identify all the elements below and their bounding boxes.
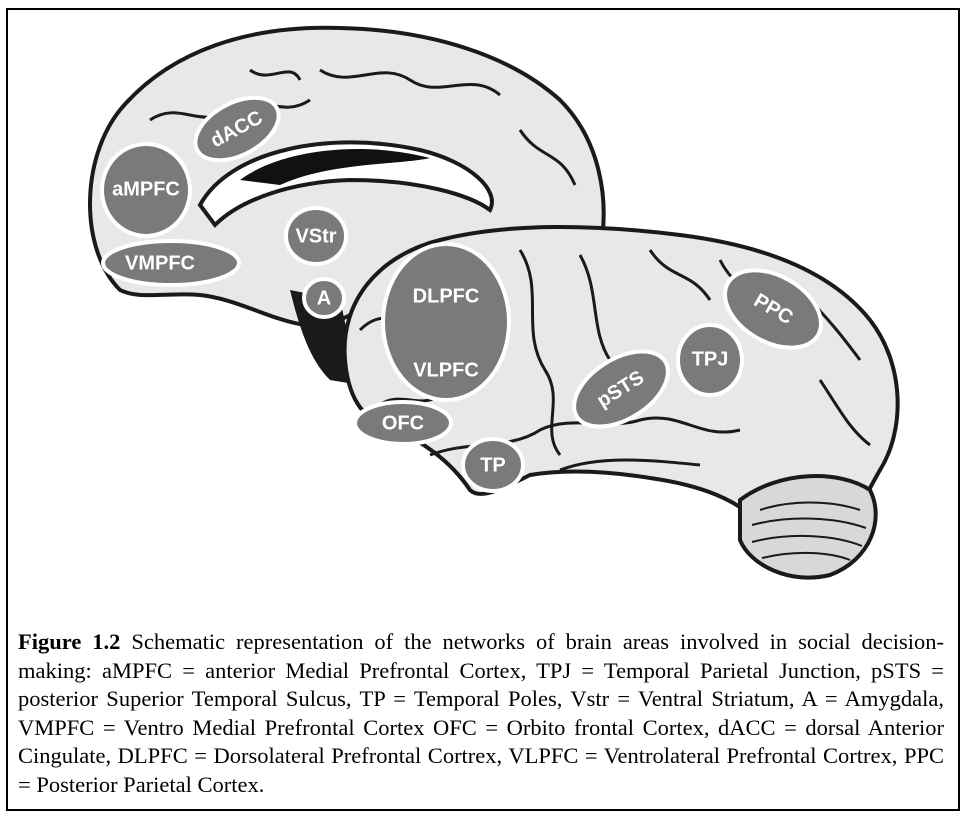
label-TP: TP [480,454,506,476]
region-OFC: OFC [355,402,451,444]
label-A: A [317,287,331,309]
region-DLPFC-VLPFC: DLPFC VLPFC [383,244,509,400]
label-VLPFC: VLPFC [413,359,479,381]
region-TPJ: TPJ [678,325,742,395]
brain-illustration: dACC aMPFC VStr VMPFC A DLPFC VLPFC PPC … [0,0,970,620]
label-VMPFC: VMPFC [125,252,195,274]
region-A: A [304,279,344,317]
region-VStr: VStr [286,208,346,264]
region-aMPFC: aMPFC [102,144,190,236]
region-TP: TP [463,439,523,491]
caption-text: Schematic representation of the networks… [18,629,944,797]
label-aMPFC: aMPFC [112,178,180,200]
label-VStr: VStr [295,225,336,247]
region-VMPFC: VMPFC [103,241,239,285]
label-TPJ: TPJ [692,348,729,370]
label-DLPFC: DLPFC [413,285,480,307]
figure-number: Figure 1.2 [18,629,120,654]
figure-caption: Figure 1.2 Schematic representation of t… [18,628,944,800]
cerebellum [740,476,876,578]
label-OFC: OFC [382,412,424,434]
